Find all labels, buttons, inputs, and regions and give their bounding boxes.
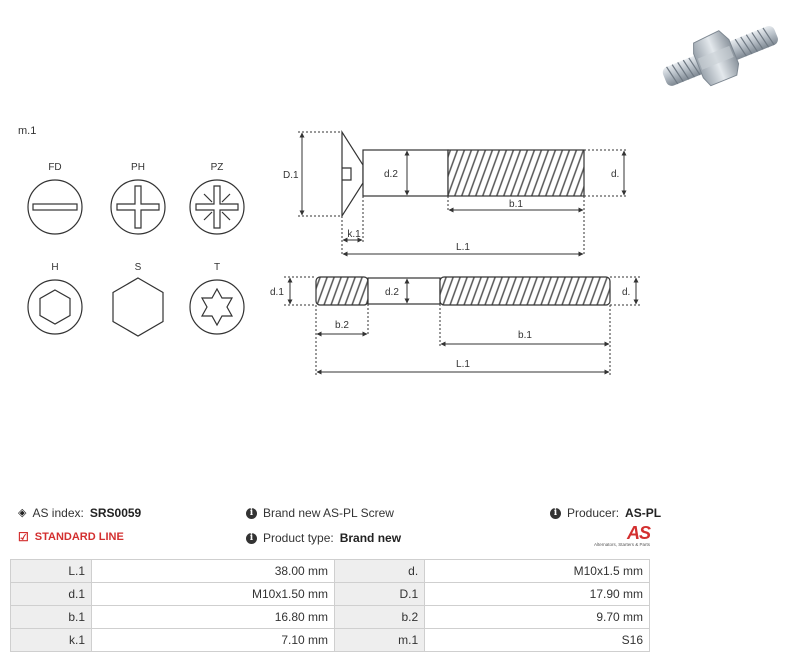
standard-line-label: STANDARD LINE: [34, 531, 124, 543]
technical-drawing: m.1 FD PH PZ H S T: [18, 125, 640, 375]
spec-value: 17.90 mm: [424, 582, 650, 606]
drive-label-fd: FD: [48, 162, 61, 173]
producer-logo: AS Alternators, Starters & Parts: [588, 523, 651, 554]
screw-dim-L1: L.1: [456, 242, 470, 253]
spec-key: D.1: [334, 582, 426, 606]
stud-dim-d2: d.2: [385, 287, 399, 298]
spec-key: b.2: [334, 605, 426, 629]
product-photo: [662, 25, 778, 87]
stud-dim-L1: L.1: [456, 359, 470, 370]
hex-socket-drive-icon: [27, 279, 83, 335]
spec-value: 38.00 mm: [91, 559, 336, 583]
spec-key: b.1: [9, 605, 93, 629]
slot-drive-icon: [27, 179, 83, 235]
spec-value: 9.70 mm: [424, 605, 650, 629]
drive-label-ph: PH: [131, 162, 145, 173]
producer-value: AS-PL: [625, 506, 662, 520]
screw-dim-b1: b.1: [509, 199, 523, 210]
spec-value: M10x1.5 mm: [424, 559, 650, 583]
table-row: L.1 38.00 mm d. M10x1.5 mm: [9, 559, 650, 583]
table-row: k.1 7.10 mm m.1 S16: [9, 628, 650, 652]
spec-key: m.1: [334, 628, 426, 652]
stud-dim-b2: b.2: [335, 320, 349, 331]
hex-head-icon: [112, 277, 164, 337]
spec-value: S16: [424, 628, 650, 652]
as-index-value: SRS0059: [89, 506, 142, 520]
product-description: i Brand new AS-PL Screw: [246, 506, 394, 520]
product-type-label: Product type:: [263, 531, 334, 545]
standard-line: ☑ STANDARD LINE: [18, 531, 124, 543]
tag-icon: ◈: [18, 507, 27, 519]
drive-label-h: H: [51, 262, 58, 273]
pozidriv-drive-icon: [189, 179, 245, 235]
torx-drive-icon: [189, 279, 245, 335]
stud-dim-d1: d.1: [270, 287, 284, 298]
spec-table: L.1 38.00 mm d. M10x1.5 mm d.1 M10x1.50 …: [9, 559, 650, 652]
spec-key: d.1: [9, 582, 93, 606]
info-icon: i: [246, 507, 257, 519]
producer: i Producer: AS-PL: [550, 506, 661, 520]
stud-side-view: [315, 276, 611, 306]
info-icon: i: [550, 507, 561, 519]
section-label: m.1: [18, 125, 36, 137]
as-index-label: AS index:: [32, 506, 84, 520]
spec-value: 7.10 mm: [91, 628, 336, 652]
info-icon: i: [246, 532, 257, 544]
screw-dim-d: d.: [611, 169, 619, 180]
as-index: ◈ AS index: SRS0059: [18, 506, 141, 520]
checkbox-check-icon: ☑: [18, 530, 29, 544]
spec-key: k.1: [9, 628, 93, 652]
table-row: d.1 M10x1.50 mm D.1 17.90 mm: [9, 582, 650, 606]
producer-label: Producer:: [567, 506, 620, 520]
spec-key: d.: [334, 559, 426, 583]
screw-dim-D1: D.1: [283, 170, 299, 181]
description-text: Brand new AS-PL Screw: [263, 506, 394, 520]
logo-mark: AS: [626, 523, 651, 543]
product-type-value: Brand new: [339, 531, 402, 545]
phillips-drive-icon: [110, 179, 166, 235]
stud-dim-b1: b.1: [518, 330, 532, 341]
spec-key: L.1: [9, 559, 93, 583]
table-row: b.1 16.80 mm b.2 9.70 mm: [9, 605, 650, 629]
drive-label-t: T: [214, 262, 220, 273]
screw-dim-d2: d.2: [384, 169, 398, 180]
product-type: i Product type: Brand new: [246, 531, 401, 545]
stud-dim-d: d.: [622, 287, 630, 298]
drive-label-pz: PZ: [211, 162, 224, 173]
spec-value: M10x1.50 mm: [91, 582, 336, 606]
spec-value: 16.80 mm: [91, 605, 336, 629]
screw-dim-k1: k.1: [347, 229, 361, 240]
screw-side-view: [341, 129, 585, 219]
drive-label-s: S: [135, 262, 142, 273]
logo-tagline: Alternators, Starters & Parts: [593, 542, 650, 547]
